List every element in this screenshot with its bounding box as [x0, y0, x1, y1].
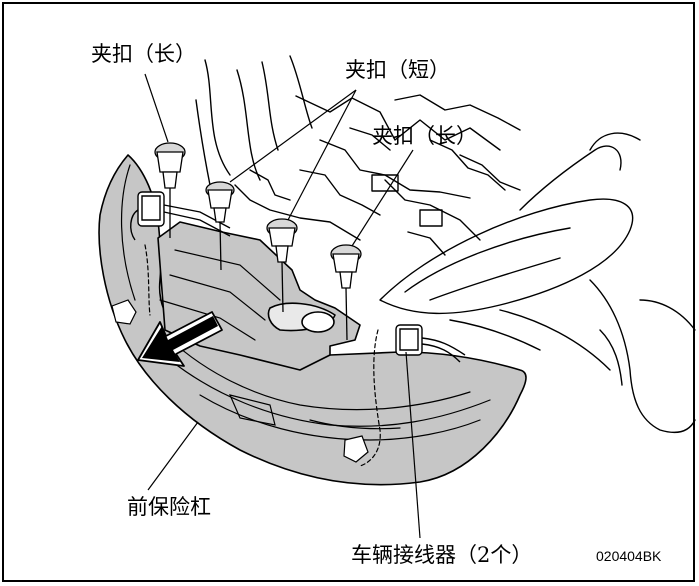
bumper-retainers [111, 299, 369, 463]
figure-code: 020404BK [596, 548, 662, 564]
label-front-bumper: 前保险杠 [127, 495, 211, 519]
clip-4 [330, 244, 362, 341]
label-vehicle-connector: 车辆接线器（2个） [351, 543, 533, 567]
vehicle-body-lineart [195, 55, 696, 434]
removal-direction-arrow [137, 311, 223, 367]
label-clip-short: 夹扣（短） [345, 58, 450, 82]
leader-lines [144, 73, 421, 539]
label-clip-long-top: 夹扣（长） [91, 42, 196, 66]
clip-2 [205, 181, 235, 271]
label-clip-long-right: 夹扣（长） [372, 124, 477, 148]
clip-1 [154, 142, 186, 238]
clip-3 [266, 218, 298, 313]
right-connector [395, 324, 466, 363]
bumper-detail-lines [121, 164, 491, 467]
